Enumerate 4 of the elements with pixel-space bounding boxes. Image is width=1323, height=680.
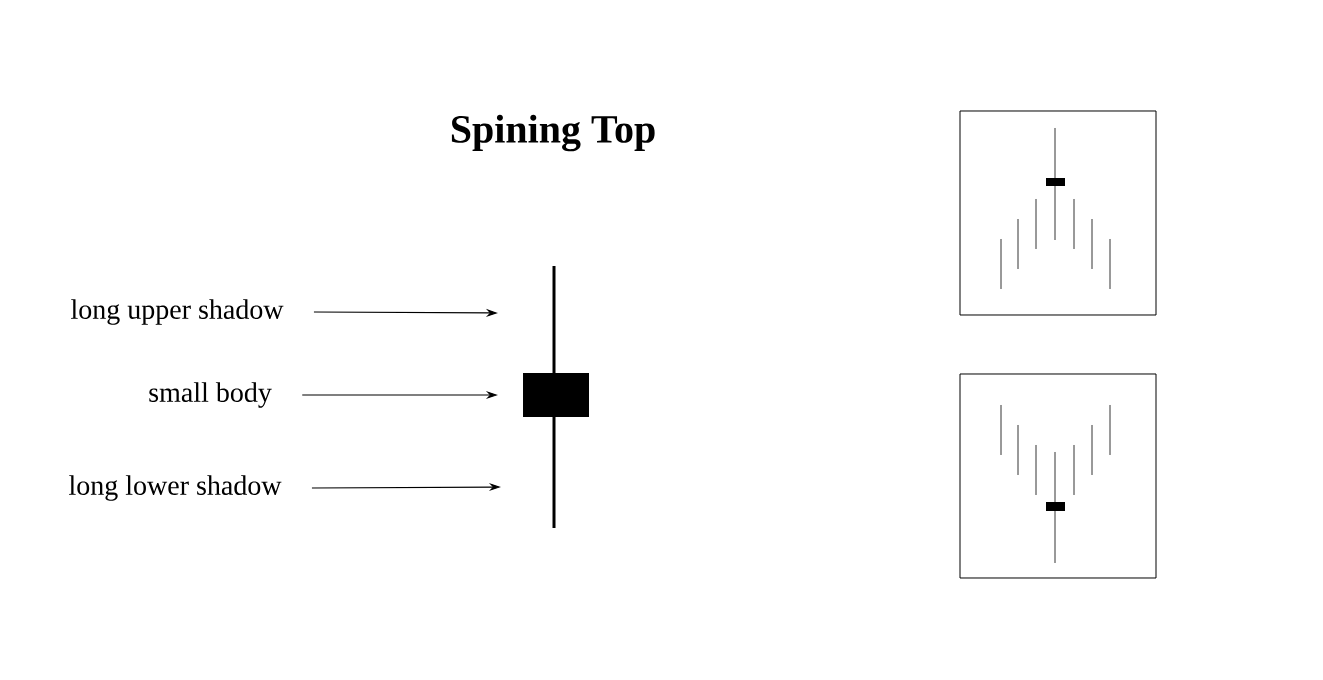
label-text: long upper shadow bbox=[71, 299, 284, 325]
title: Spining Top bbox=[451, 114, 655, 152]
label-text: long lower shadow bbox=[69, 475, 282, 501]
label-text: small body bbox=[149, 382, 272, 408]
